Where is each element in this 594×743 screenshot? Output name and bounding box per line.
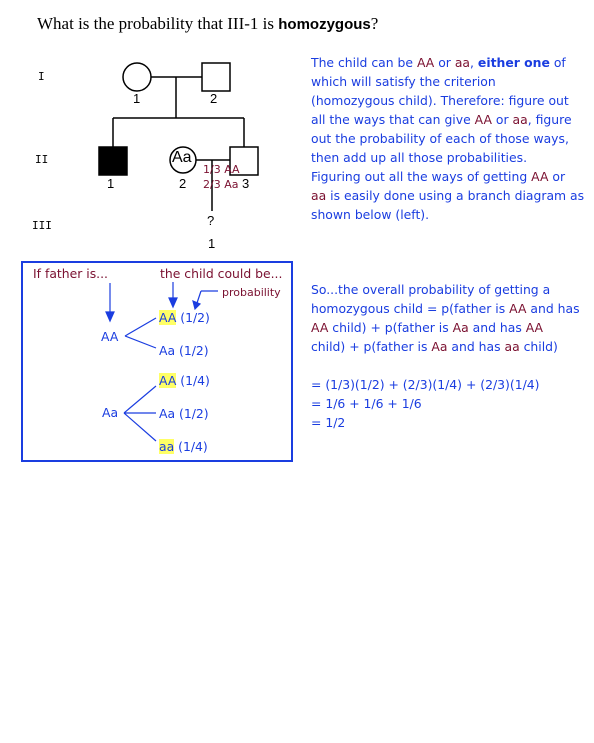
generation-label-II: II xyxy=(35,153,49,166)
title-text: What is the probability that III-1 is xyxy=(37,14,279,33)
gen2-affected-male-symbol xyxy=(98,146,128,176)
arrow-prob-head xyxy=(192,299,202,311)
branch-AA-to-Aa xyxy=(124,335,157,349)
generation-label-III: III xyxy=(32,219,52,232)
header-probability: probability xyxy=(222,286,281,299)
gen2-unknown-male-number: 3 xyxy=(242,176,250,191)
explanation-paragraph: The child can be AA or aa, either one of… xyxy=(311,55,585,222)
equation-line-1: = (1/3)(1/2) + (2/3)(1/4) + (2/3)(1/4) xyxy=(311,377,540,392)
gen2-affected-male-number: 1 xyxy=(107,176,115,191)
carrier-genotype-label: Aa xyxy=(172,149,192,166)
arrow-child-head xyxy=(168,297,178,309)
question-title: What is the probability that III-1 is ho… xyxy=(37,14,378,34)
father-genotype-Aa: Aa xyxy=(102,405,119,420)
father-prob-AA: 1/3 AA xyxy=(203,163,240,176)
gen3-child-number: 1 xyxy=(208,236,216,251)
equation-line-2: = 1/6 + 1/6 + 1/6 xyxy=(311,396,422,411)
child-option-Aa-from-AA: Aa (1/2) xyxy=(159,343,209,358)
either-one-emphasis: either one xyxy=(477,55,550,70)
branch-AA-to-AA xyxy=(124,317,157,337)
gen1-male-number: 2 xyxy=(210,91,218,106)
title-bold-word: homozygous xyxy=(278,16,371,33)
arrow-father-head xyxy=(105,311,115,323)
title-suffix: ? xyxy=(370,14,379,33)
father-prob-Aa: 2/3 Aa xyxy=(203,178,239,191)
generation-label-I: I xyxy=(38,70,45,83)
gen1-female-number: 1 xyxy=(133,91,141,106)
gen2-carrier-female-number: 2 xyxy=(179,176,187,191)
child-option-AA-from-AA: AA (1/2) xyxy=(159,310,210,325)
child-option-aa-from-Aa: aa (1/4) xyxy=(159,439,208,454)
branch-diagram-box xyxy=(21,261,293,462)
gen1-female-symbol xyxy=(122,62,152,92)
summary-paragraph: So...the overall probability of getting … xyxy=(311,280,591,432)
header-father: If father is... xyxy=(33,266,108,281)
equation-line-3: = 1/2 xyxy=(311,415,346,430)
arrow-prob-shaft xyxy=(196,290,202,304)
gen1-male-symbol xyxy=(201,62,231,92)
branch-Aa-to-AA xyxy=(123,385,157,414)
child-option-AA-from-Aa: AA (1/4) xyxy=(159,373,210,388)
branch-Aa-to-aa xyxy=(123,412,157,442)
child-option-Aa-from-Aa: Aa (1/2) xyxy=(159,406,209,421)
header-child: the child could be... xyxy=(160,266,283,281)
gen3-child-symbol: ? xyxy=(207,213,215,228)
gen2-unknown-male-symbol xyxy=(229,146,259,176)
father-genotype-AA: AA xyxy=(101,329,119,344)
